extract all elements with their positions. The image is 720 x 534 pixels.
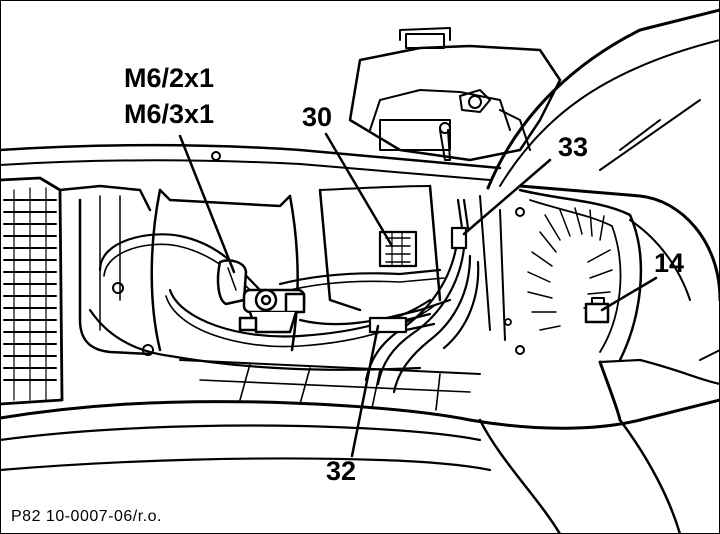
line-bundle-32-33 [364,198,480,394]
label-32: 32 [326,456,357,486]
label-14: 14 [654,248,685,278]
leader-14 [600,276,658,312]
front-bumper [0,349,720,534]
label-33: 33 [558,132,589,162]
leader-30 [324,132,394,248]
leader-32 [350,324,380,458]
figure-caption: P82 10-0007-06/r.o. [8,508,165,526]
radiator-grille [0,176,64,406]
leader-lines [178,132,658,458]
leader-33 [462,158,552,236]
vacuum-unit-m6 [216,259,306,334]
label-m6-2x1: M6/2x1 [124,63,215,93]
label-30: 30 [302,102,333,132]
engine-top-components [348,27,562,162]
headlight-housing [518,188,643,362]
radiator-support [0,143,525,411]
label-m6-3x1: M6/3x1 [124,99,215,129]
leader-m6 [178,134,236,274]
fender-panel [486,8,720,302]
